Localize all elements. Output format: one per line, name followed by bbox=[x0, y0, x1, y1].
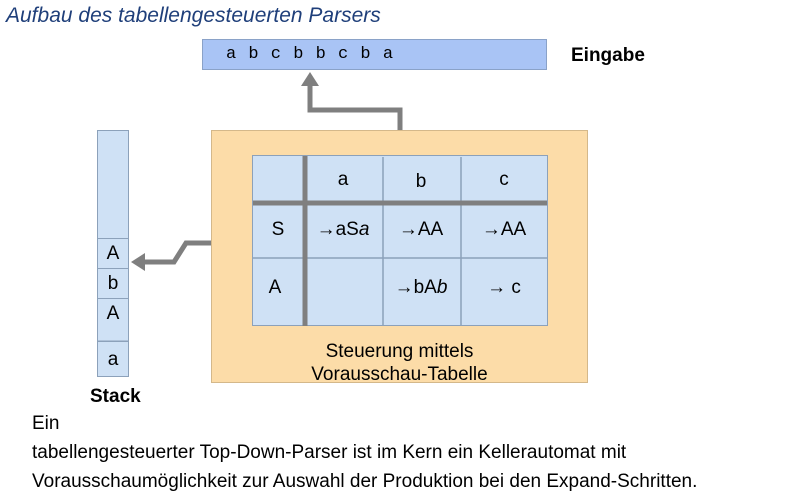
page-title: Aufbau des tabellengesteuerten Parsers bbox=[6, 4, 381, 27]
table-row-symbol-a: A bbox=[268, 277, 282, 298]
input-tape: a b c b b c b a bbox=[202, 39, 547, 70]
table-header-a: a bbox=[337, 169, 349, 190]
stack-column bbox=[97, 130, 129, 377]
table-cell-text: →bAb bbox=[394, 277, 448, 298]
input-label: Eingabe bbox=[571, 45, 645, 66]
table-header-b: b bbox=[415, 171, 427, 192]
stack-item: b bbox=[97, 268, 129, 298]
stack-arrow-head bbox=[131, 253, 145, 271]
stack-label: Stack bbox=[90, 386, 141, 407]
lookahead-table: a b c S →aSa →AA →AA A →bAb → c bbox=[252, 155, 548, 326]
input-arrow-head bbox=[301, 72, 319, 86]
control-caption: Steuerung mittels Vorausschau-Tabelle bbox=[211, 340, 588, 386]
description-line2: tabellengesteuerter Top-Down-Parser ist … bbox=[32, 442, 627, 463]
table-cell-s-a: →aSa bbox=[305, 206, 381, 254]
stack-arrow-line bbox=[142, 240, 211, 265]
table-cell-s-c: →AA bbox=[481, 219, 527, 240]
stack-item: A bbox=[97, 238, 129, 268]
stack-item: A bbox=[97, 298, 129, 328]
table-cell-a-c: → c bbox=[487, 277, 521, 298]
description: Ein tabellengesteuerter Top-Down-Parser … bbox=[32, 409, 792, 496]
control-caption-line2: Vorausschau-Tabelle bbox=[311, 364, 488, 385]
table-cell-s-b: →AA bbox=[398, 219, 444, 240]
description-line3: Vorausschaumöglichkeit zur Auswahl der P… bbox=[32, 471, 698, 492]
table-row-symbol-s: S bbox=[271, 219, 285, 240]
description-line1: Ein bbox=[32, 413, 60, 434]
table-cell-a-b: →bAb bbox=[381, 260, 461, 316]
table-header-c: c bbox=[499, 169, 509, 190]
table-cell-text: →aSa bbox=[316, 219, 370, 240]
input-arrow-line bbox=[307, 82, 403, 130]
control-caption-line1: Steuerung mittels bbox=[325, 341, 474, 362]
